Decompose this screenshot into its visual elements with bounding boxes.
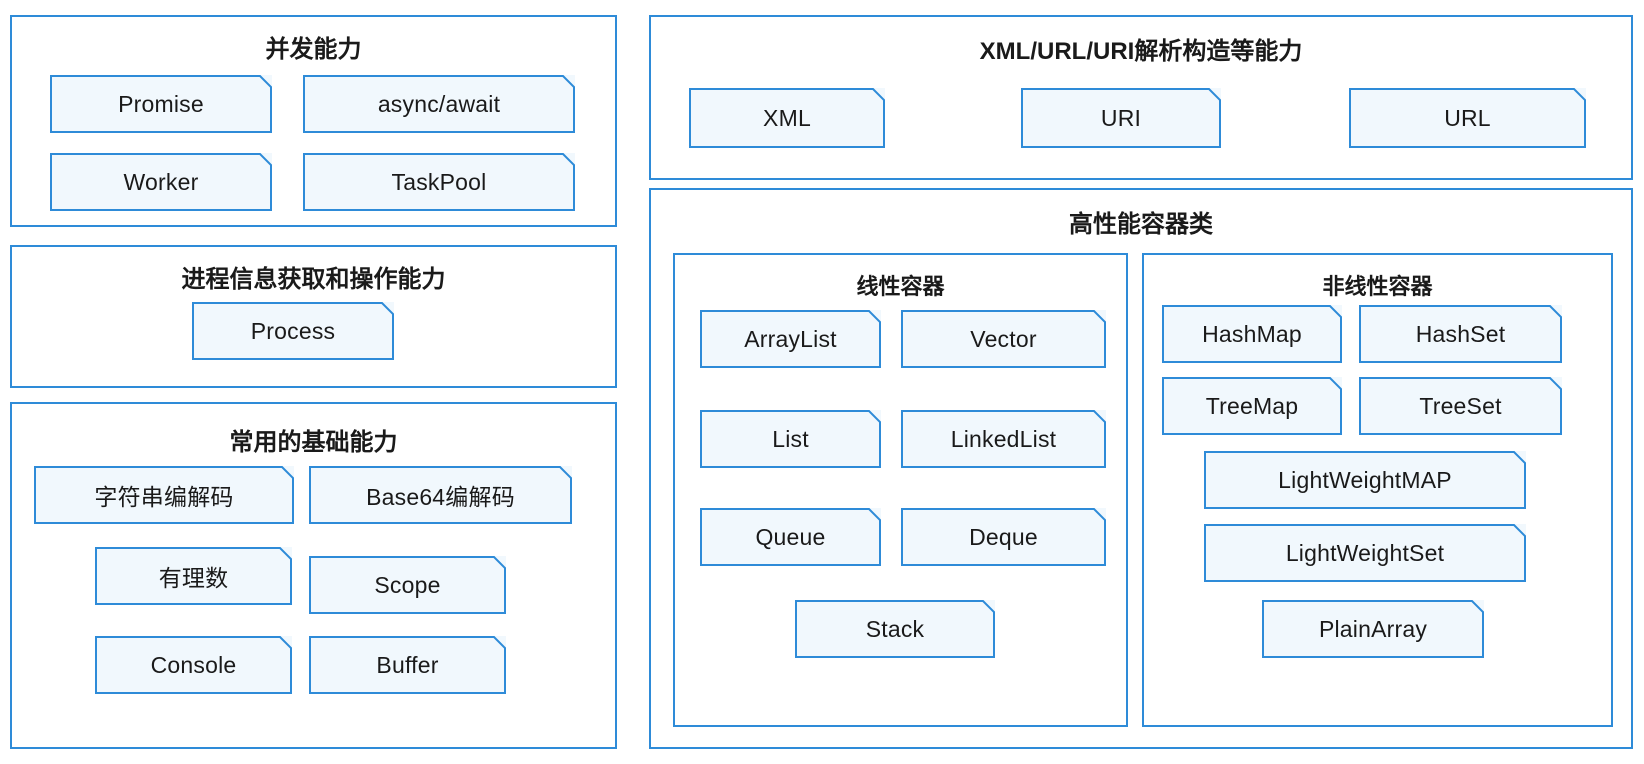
- note-shape: [1204, 524, 1526, 582]
- node-async-await[interactable]: async/await: [303, 75, 575, 133]
- node-promise[interactable]: Promise: [50, 75, 272, 133]
- note-shape: [700, 310, 881, 368]
- note-shape: [95, 636, 292, 694]
- node-label: HashMap: [1202, 320, 1302, 347]
- node-arraylist[interactable]: ArrayList: [700, 310, 881, 368]
- note-shape: [700, 410, 881, 468]
- node-label: 字符串编解码: [94, 484, 234, 510]
- subpanel-linear-containers: 线性容器 ArrayList Vector Lis: [673, 253, 1128, 727]
- note-shape: [901, 410, 1106, 468]
- node-treeset[interactable]: TreeSet: [1359, 377, 1562, 435]
- note-shape: [1021, 88, 1221, 148]
- node-label: XML: [763, 104, 811, 131]
- note-shape: [1162, 377, 1342, 435]
- node-url[interactable]: URL: [1349, 88, 1586, 148]
- node-label: Scope: [374, 571, 441, 598]
- note-shape: [95, 547, 292, 605]
- node-label: Stack: [865, 615, 925, 642]
- node-buffer[interactable]: Buffer: [309, 636, 506, 694]
- subpanel-nonlinear-containers: 非线性容器 HashMap HashSet Tre: [1142, 253, 1613, 727]
- node-label: List: [772, 425, 809, 452]
- node-label: LightWeightSet: [1285, 539, 1445, 566]
- node-process[interactable]: Process: [192, 302, 394, 360]
- node-treemap[interactable]: TreeMap: [1162, 377, 1342, 435]
- node-linkedlist[interactable]: LinkedList: [901, 410, 1106, 468]
- node-taskpool[interactable]: TaskPool: [303, 153, 575, 211]
- node-label: ArrayList: [744, 325, 837, 352]
- node-label: Deque: [969, 523, 1038, 550]
- note-shape: [1162, 305, 1342, 363]
- panel-process: 进程信息获取和操作能力 Process: [10, 245, 617, 388]
- node-hashmap[interactable]: HashMap: [1162, 305, 1342, 363]
- node-label: async/await: [377, 90, 501, 117]
- node-queue[interactable]: Queue: [700, 508, 881, 566]
- node-label: LinkedList: [950, 425, 1057, 452]
- panel-concurrency: 并发能力 Promise async/await Worker: [10, 15, 617, 227]
- panel-basic-title: 常用的基础能力: [229, 429, 398, 456]
- panel-parsing-title: XML/URL/URI解析构造等能力: [979, 38, 1303, 65]
- node-lightweightset[interactable]: LightWeightSet: [1204, 524, 1526, 582]
- panel-parsing: XML/URL/URI解析构造等能力 XML URI URL: [649, 15, 1633, 180]
- node-plainarray[interactable]: PlainArray: [1262, 600, 1484, 658]
- node-label: Worker: [123, 168, 199, 195]
- note-shape: [50, 153, 272, 211]
- note-shape: [1349, 88, 1586, 148]
- note-shape: [1359, 305, 1562, 363]
- node-label: Base64编解码: [366, 484, 515, 510]
- panel-concurrency-title: 并发能力: [265, 36, 362, 63]
- note-shape: [901, 310, 1106, 368]
- note-shape: [1262, 600, 1484, 658]
- node-lightweightmap[interactable]: LightWeightMAP: [1204, 451, 1526, 509]
- node-label: TreeSet: [1419, 392, 1502, 419]
- node-xml[interactable]: XML: [689, 88, 885, 148]
- panel-containers-title: 高性能容器类: [1069, 211, 1213, 238]
- node-label: PlainArray: [1318, 615, 1428, 642]
- node-label: Vector: [970, 325, 1037, 352]
- node-label: Buffer: [376, 651, 439, 678]
- subpanel-linear-title: 线性容器: [856, 274, 945, 299]
- node-label: Console: [150, 651, 237, 678]
- node-label: HashSet: [1415, 320, 1506, 347]
- node-stack[interactable]: Stack: [795, 600, 995, 658]
- node-scope[interactable]: Scope: [309, 556, 506, 614]
- note-shape: [309, 636, 506, 694]
- note-shape: [1204, 451, 1526, 509]
- node-label: Queue: [755, 523, 826, 550]
- node-rational[interactable]: 有理数: [95, 547, 292, 605]
- note-shape: [795, 600, 995, 658]
- node-label: URL: [1444, 104, 1491, 131]
- note-shape: [700, 508, 881, 566]
- note-shape: [689, 88, 885, 148]
- node-hashset[interactable]: HashSet: [1359, 305, 1562, 363]
- subpanel-nonlinear-title: 非线性容器: [1322, 274, 1433, 299]
- note-shape: [34, 466, 294, 524]
- node-list[interactable]: List: [700, 410, 881, 468]
- node-label: LightWeightMAP: [1278, 466, 1452, 493]
- note-shape: [303, 75, 575, 133]
- note-shape: [50, 75, 272, 133]
- note-shape: [1359, 377, 1562, 435]
- panel-basic: 常用的基础能力 字符串编解码 Base64编解码 有理数: [10, 402, 617, 749]
- node-label: Process: [250, 317, 336, 344]
- node-deque[interactable]: Deque: [901, 508, 1106, 566]
- note-shape: [309, 466, 572, 524]
- node-uri[interactable]: URI: [1021, 88, 1221, 148]
- node-label: URI: [1100, 104, 1142, 131]
- node-label: 有理数: [158, 565, 229, 591]
- note-shape: [303, 153, 575, 211]
- note-shape: [192, 302, 394, 360]
- note-shape: [901, 508, 1106, 566]
- panel-process-title: 进程信息获取和操作能力: [181, 266, 446, 293]
- node-vector[interactable]: Vector: [901, 310, 1106, 368]
- node-worker[interactable]: Worker: [50, 153, 272, 211]
- panel-containers: 高性能容器类 线性容器 ArrayList Vector: [649, 188, 1633, 749]
- node-label: TaskPool: [391, 168, 487, 195]
- note-shape: [309, 556, 506, 614]
- node-label: Promise: [118, 90, 204, 117]
- node-console[interactable]: Console: [95, 636, 292, 694]
- node-label: TreeMap: [1205, 392, 1299, 419]
- node-string-codec[interactable]: 字符串编解码: [34, 466, 294, 524]
- node-base64-codec[interactable]: Base64编解码: [309, 466, 572, 524]
